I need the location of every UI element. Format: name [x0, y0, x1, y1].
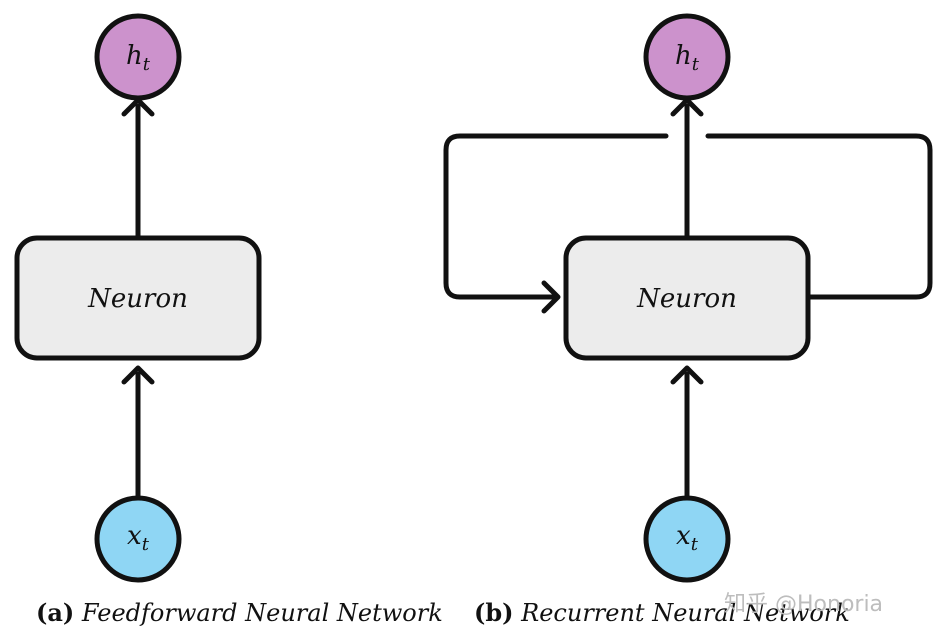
output-node-b-label: ht — [675, 41, 700, 75]
neuron-label-a: Neuron — [87, 284, 188, 314]
input-node-a-label: xt — [127, 521, 150, 555]
caption-a-tag: (a) — [36, 598, 75, 627]
input-node-b — [643, 495, 731, 583]
recurrent-arrowhead — [541, 280, 561, 314]
neuron-box-a — [14, 235, 262, 361]
caption-a-text: Feedforward Neural Network — [81, 599, 443, 627]
neuron-label-b: Neuron — [636, 284, 737, 314]
recurrent-loop-arrow — [443, 133, 933, 300]
output-node-b — [643, 13, 731, 101]
input-node-b-label: xt — [676, 521, 699, 555]
caption-b-tag: (b) — [474, 598, 514, 627]
caption-b: (b) Recurrent Neural Network — [474, 598, 850, 627]
input-node-a — [94, 495, 182, 583]
caption-a: (a) Feedforward Neural Network — [36, 598, 443, 627]
neuron-box-b — [563, 235, 811, 361]
input-arrowhead-b — [670, 365, 704, 385]
caption-b-text: Recurrent Neural Network — [521, 599, 850, 627]
panel-a: Neuron ht xt — [14, 13, 262, 583]
panel-b: Neuron ht xt — [443, 13, 933, 583]
watermark: 知乎 @Honoria — [724, 592, 884, 617]
input-arrowhead-a — [121, 365, 155, 385]
output-node-a — [94, 13, 182, 101]
output-node-a-label: ht — [126, 41, 151, 75]
